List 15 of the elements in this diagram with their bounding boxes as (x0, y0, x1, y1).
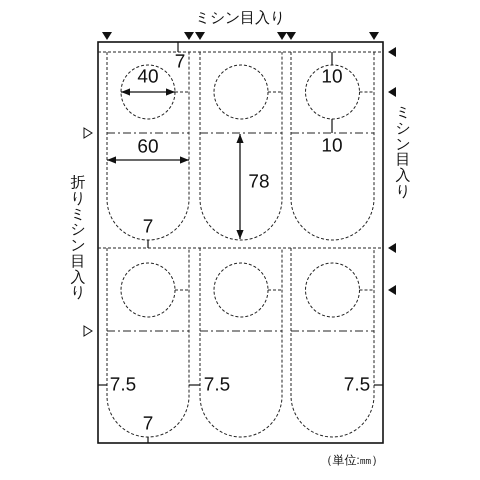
dimension-label: 7 (174, 52, 186, 72)
unit-note: （単位:㎜） (320, 454, 384, 466)
dimension-label: 7.5 (110, 376, 136, 394)
dimension-label: 60 (137, 138, 159, 156)
annotation-label: 折りミシン目入り (70, 175, 86, 301)
dimension-label: 7 (142, 414, 154, 434)
dimension-label: 7.5 (344, 376, 370, 394)
dimension-label: 7.5 (204, 376, 230, 394)
dimension-label: 40 (137, 68, 159, 86)
annotation-label: ミシン目入り (396, 104, 410, 200)
annotation-label: ミシン目入り (195, 10, 285, 26)
dimension-label: 10 (321, 68, 343, 86)
dimension-label: 78 (248, 172, 270, 192)
dimension-label: 7 (142, 218, 154, 236)
dimension-label: 10 (321, 136, 343, 156)
